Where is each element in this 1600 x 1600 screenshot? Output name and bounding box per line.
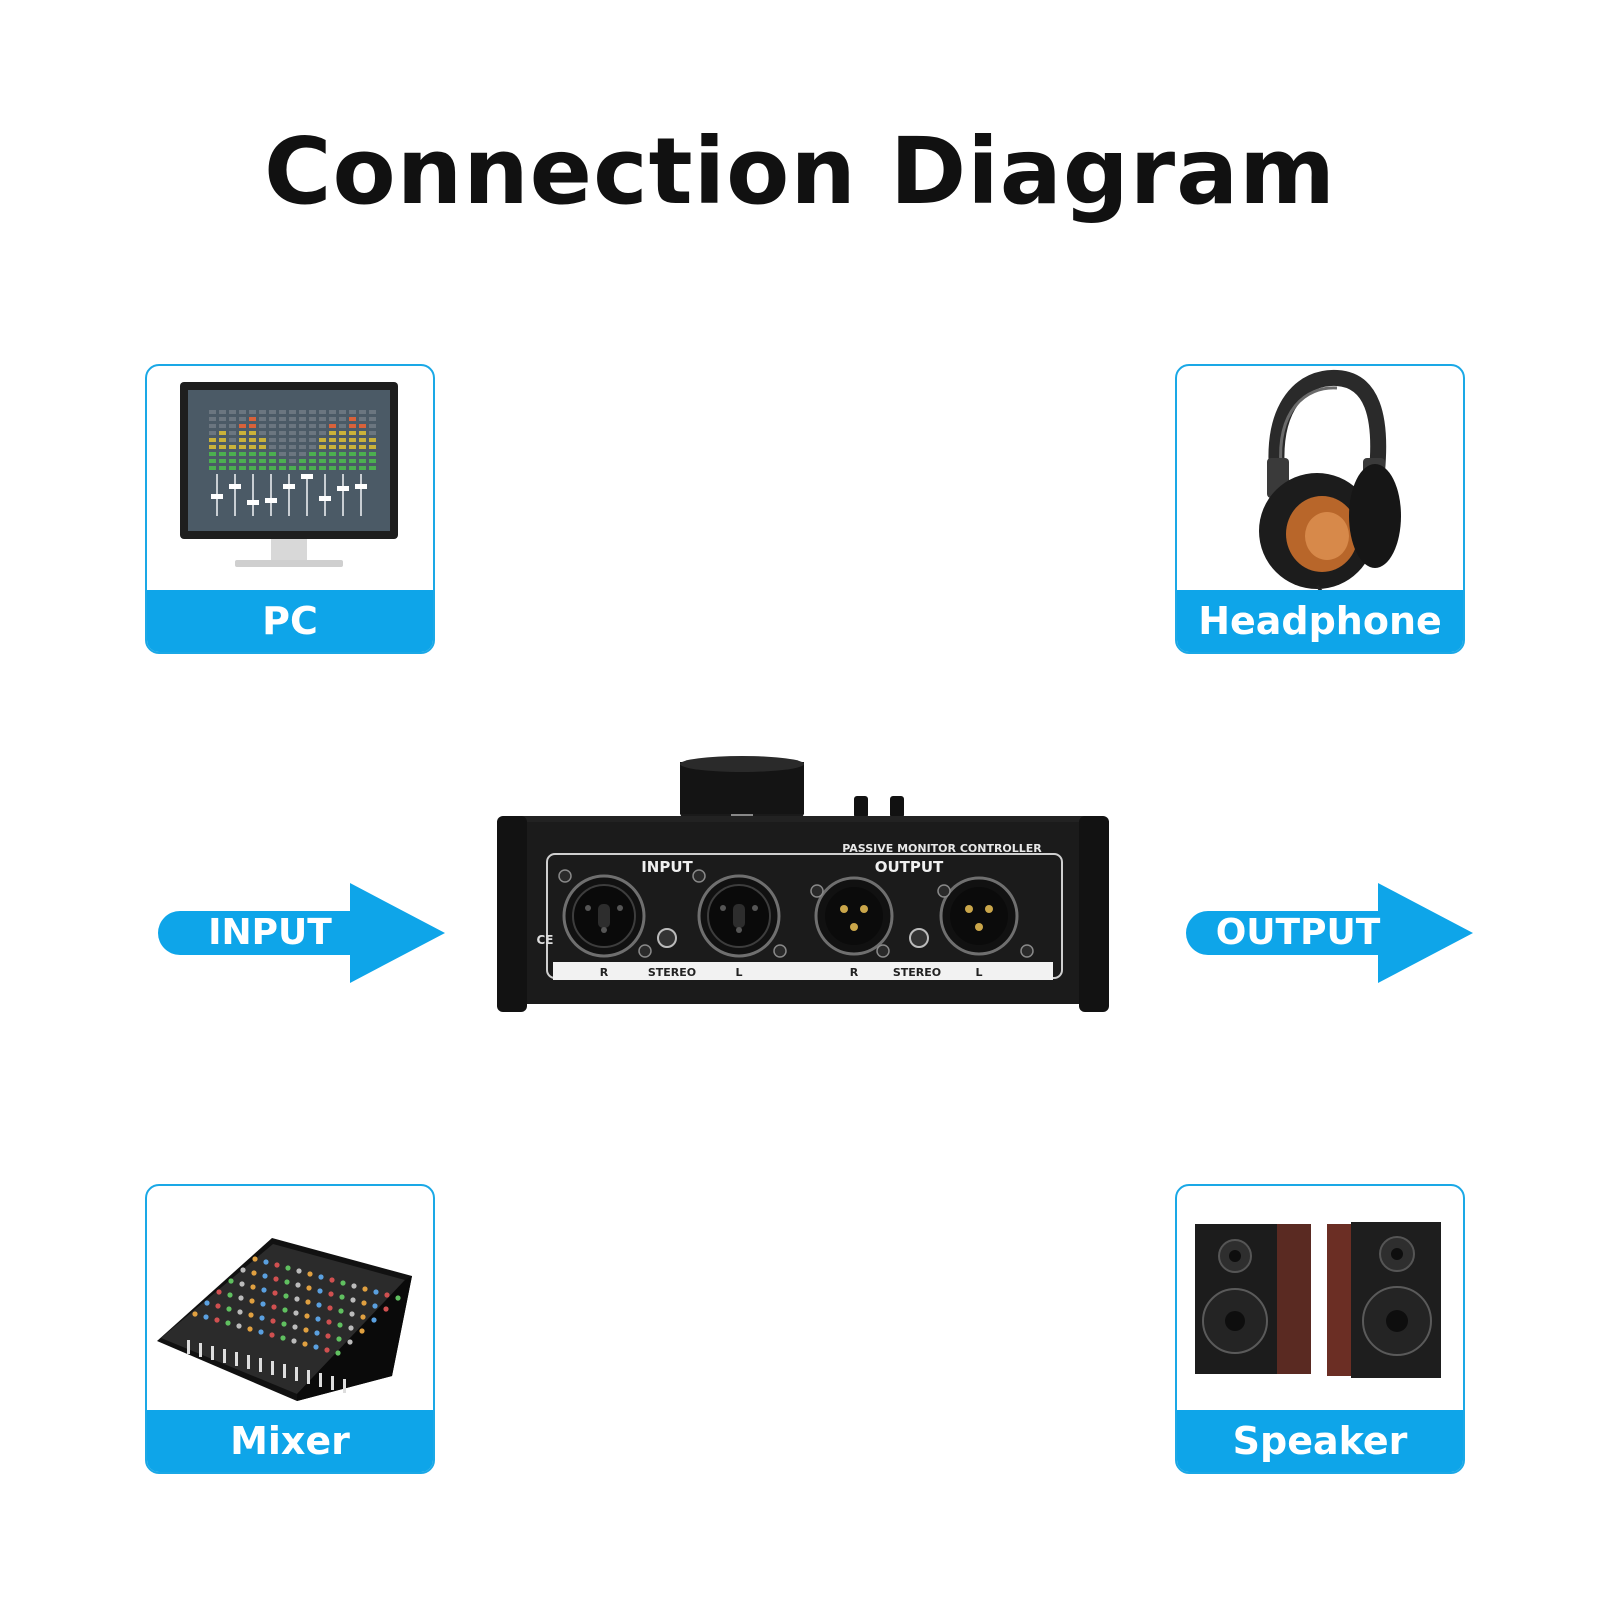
strip-label: R	[600, 966, 609, 979]
headphone-card: Headphone	[1175, 364, 1465, 654]
pc-card: PC	[145, 364, 435, 654]
page-title: Connection Diagram	[263, 118, 1337, 225]
mixer-card: Mixer	[145, 1184, 435, 1474]
strip-label: L	[735, 966, 742, 979]
device-output-label: OUTPUT	[875, 858, 944, 876]
speaker-label: Speaker	[1177, 1410, 1463, 1472]
monitor-controller-device: PASSIVE MONITOR CONTROLLER INPUT OUTPUT …	[497, 756, 1109, 1036]
strip-label: R	[850, 966, 859, 979]
strip-label: STEREO	[648, 966, 696, 979]
device-input-label: INPUT	[641, 858, 693, 876]
speaker-card: Speaker	[1175, 1184, 1465, 1474]
mixer-icon	[147, 1186, 433, 1410]
output-arrow-label: OUTPUT	[1215, 912, 1381, 953]
headphone-label: Headphone	[1177, 590, 1463, 652]
ce-mark: CE	[536, 933, 553, 947]
mixer-label: Mixer	[147, 1410, 433, 1472]
strip-label: STEREO	[893, 966, 941, 979]
input-arrow-label: INPUT	[208, 912, 332, 953]
speaker-icon	[1177, 1186, 1463, 1410]
headphone-icon	[1177, 366, 1463, 599]
pc-label: PC	[147, 590, 433, 652]
panel-title: PASSIVE MONITOR CONTROLLER	[842, 842, 1042, 855]
output-arrow: OUTPUT	[1178, 883, 1473, 983]
input-arrow: INPUT	[150, 883, 445, 983]
strip-label: L	[975, 966, 982, 979]
monitor-icon	[147, 366, 433, 590]
